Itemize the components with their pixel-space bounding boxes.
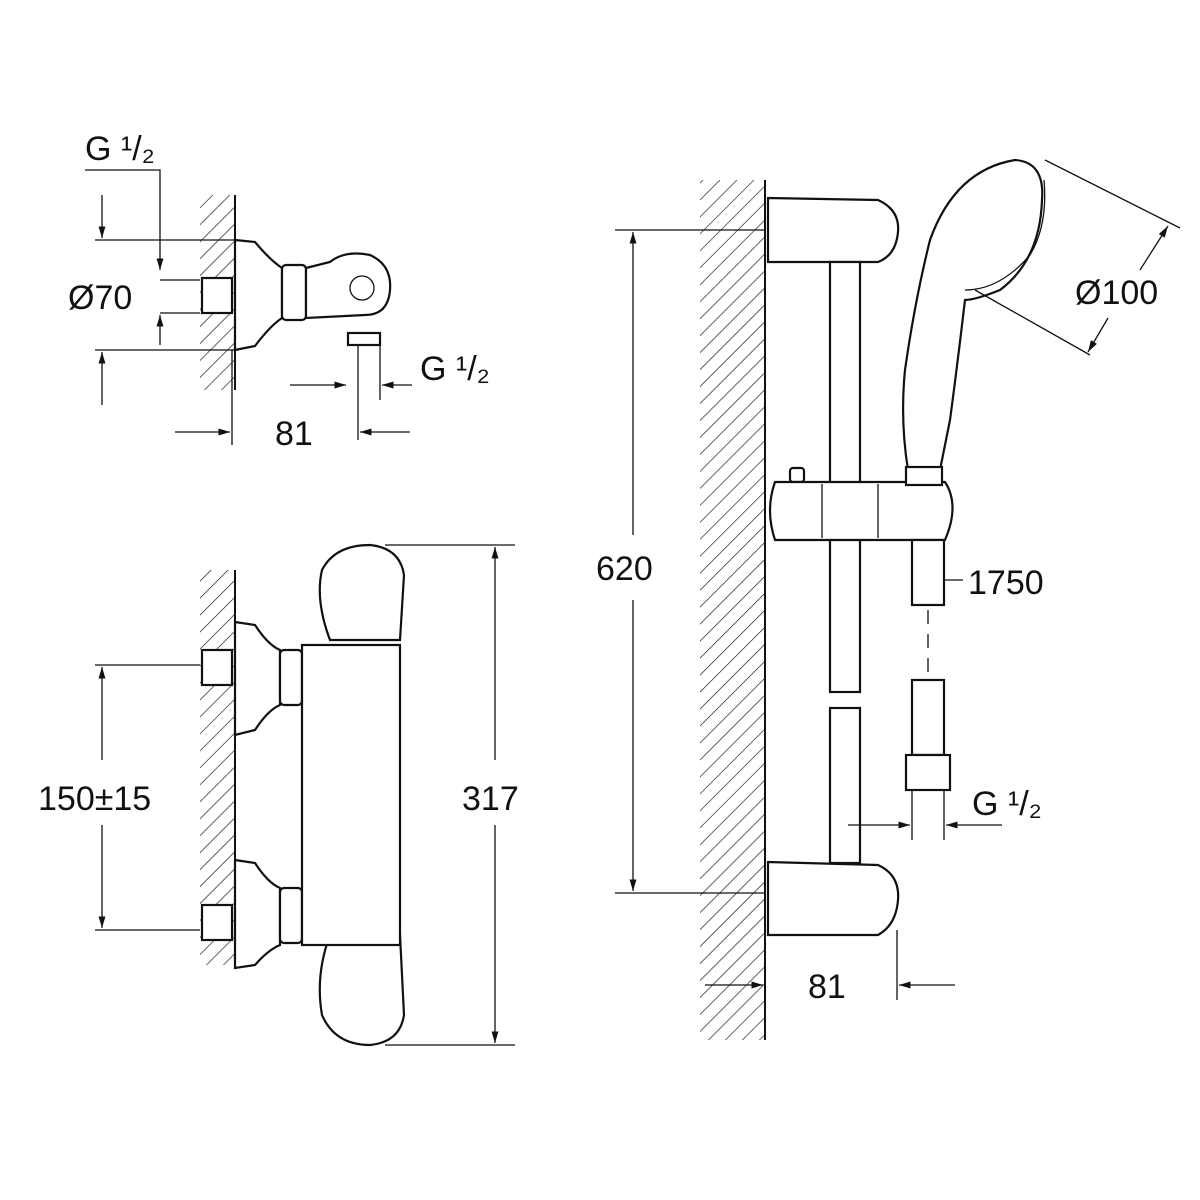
outlet-thread-label: G ¹/₂ xyxy=(420,350,490,388)
bracket-bottom xyxy=(766,860,900,937)
height-label: 317 xyxy=(462,780,519,818)
inlet-hex-nut xyxy=(200,276,234,315)
wall-hatch xyxy=(700,180,765,1040)
inlet-thread-label: G ¹/₂ xyxy=(85,130,155,168)
hose-upper xyxy=(910,538,946,607)
thermostat-side-view: G ¹/₂ Ø70 G ¹/₂ 81 xyxy=(68,130,490,453)
rail-upper xyxy=(828,260,862,694)
flange-top xyxy=(233,620,282,737)
wall-flange xyxy=(233,238,284,352)
hose-length-label: 1750 xyxy=(968,564,1044,602)
hand-shower xyxy=(901,158,1044,472)
hose-lower xyxy=(910,678,946,757)
union-nut xyxy=(280,263,308,322)
rail-lower xyxy=(828,706,862,865)
flange-bottom xyxy=(233,858,282,970)
hose-thread-label: G ¹/₂ xyxy=(972,785,1042,823)
depth-label: 81 xyxy=(275,415,313,453)
head-diameter-label: Ø100 xyxy=(1075,274,1158,312)
spray-face xyxy=(964,179,1046,291)
handle-bottom xyxy=(318,933,406,1047)
diameter-label: Ø70 xyxy=(68,279,132,317)
slider xyxy=(768,480,954,542)
inlet-hex-nut-bottom xyxy=(200,903,234,942)
depth-label: 81 xyxy=(808,968,846,1006)
handle-cap xyxy=(349,275,375,301)
handle-top xyxy=(318,543,406,642)
thermostat-front-view: 150±15 317 xyxy=(38,543,519,1047)
inlet-spacing-label: 150±15 xyxy=(38,780,151,818)
outlet-connector xyxy=(346,331,382,347)
shower-rail-view: 620 Ø100 1750 G ¹/₂ 81 xyxy=(596,158,1181,1040)
wall-hatch xyxy=(200,570,235,965)
rail-length-label: 620 xyxy=(596,550,653,588)
bracket-top xyxy=(766,196,900,264)
inlet-hex-nut-top xyxy=(200,648,234,687)
thermostat-body xyxy=(300,643,402,947)
hose-nut xyxy=(904,753,952,792)
hose-cone xyxy=(904,465,944,487)
thermostat-body xyxy=(304,252,392,320)
